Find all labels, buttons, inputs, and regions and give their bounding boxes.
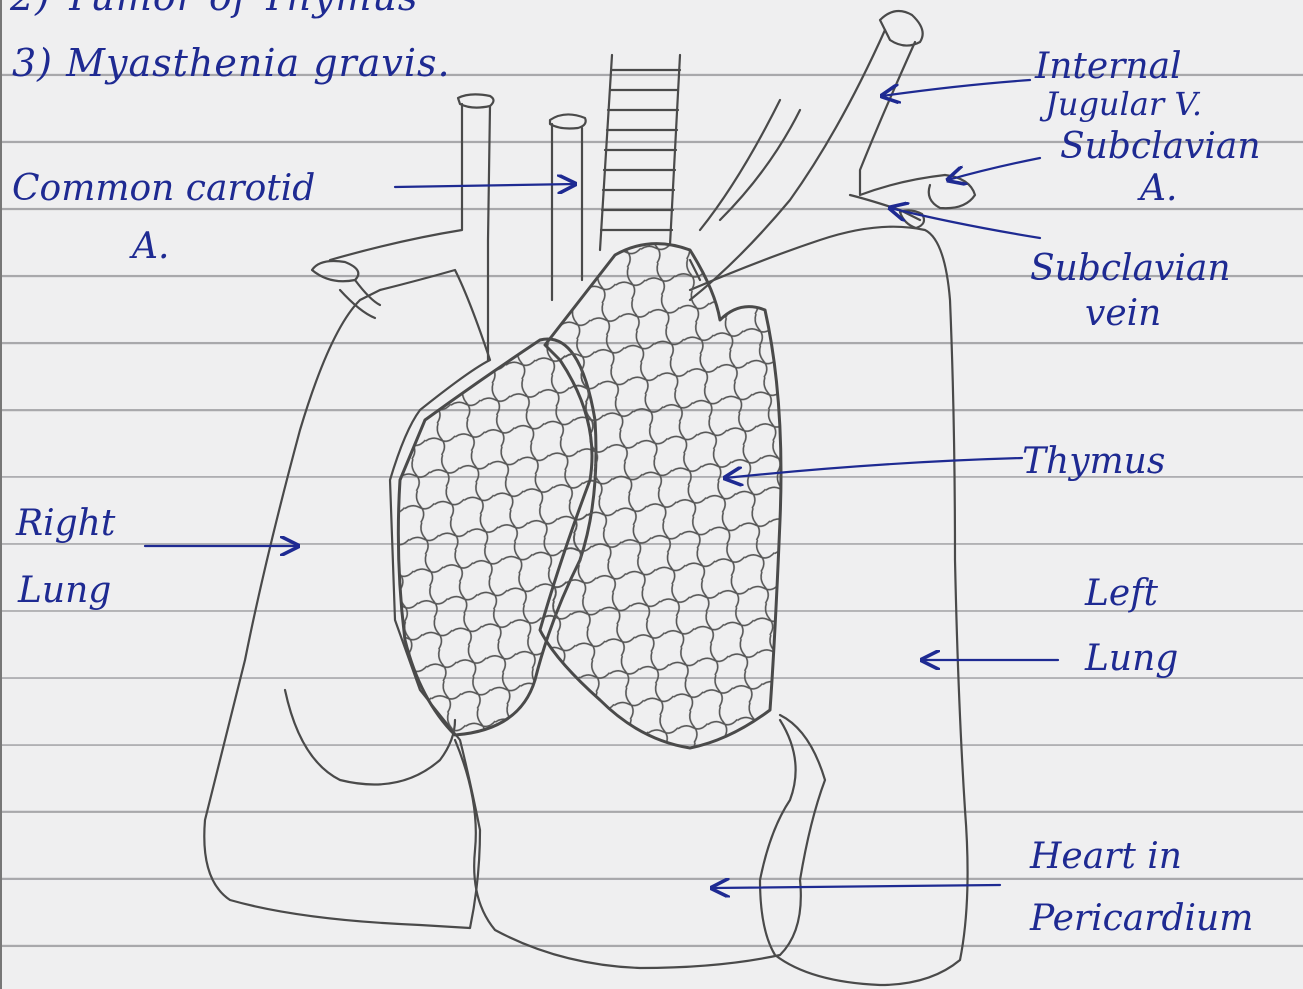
label-common-carotid-line2: A. (132, 228, 169, 266)
label-right-lung-line2: Lung (18, 572, 111, 610)
label-internal-jugular-line1: Internal (1035, 48, 1182, 86)
arrow-common-carotid (395, 184, 575, 187)
label-subclavian-vein-line1: Subclavian (1030, 250, 1231, 288)
label-subclavian-artery-line2: A. (1140, 170, 1177, 208)
arrow-heart (712, 885, 1000, 888)
label-left-lung-line1: Left (1085, 575, 1158, 613)
arrow-internal-jugular (882, 80, 1030, 96)
arrow-subclavian-vein (890, 208, 1040, 238)
label-internal-jugular-line2: Jugular V. (1045, 88, 1202, 122)
label-heart-line1: Heart in (1030, 838, 1182, 876)
label-right-lung-line1: Right (16, 505, 115, 543)
label-thymus: Thymus (1022, 443, 1165, 481)
label-subclavian-artery-line1: Subclavian (1060, 128, 1261, 166)
label-left-lung-line2: Lung (1085, 640, 1178, 678)
label-heart-line2: Pericardium (1030, 900, 1253, 938)
arrow-subclavian-artery (948, 158, 1040, 180)
label-common-carotid-line1: Common carotid (12, 170, 315, 208)
label-subclavian-vein-line2: vein (1085, 295, 1161, 333)
